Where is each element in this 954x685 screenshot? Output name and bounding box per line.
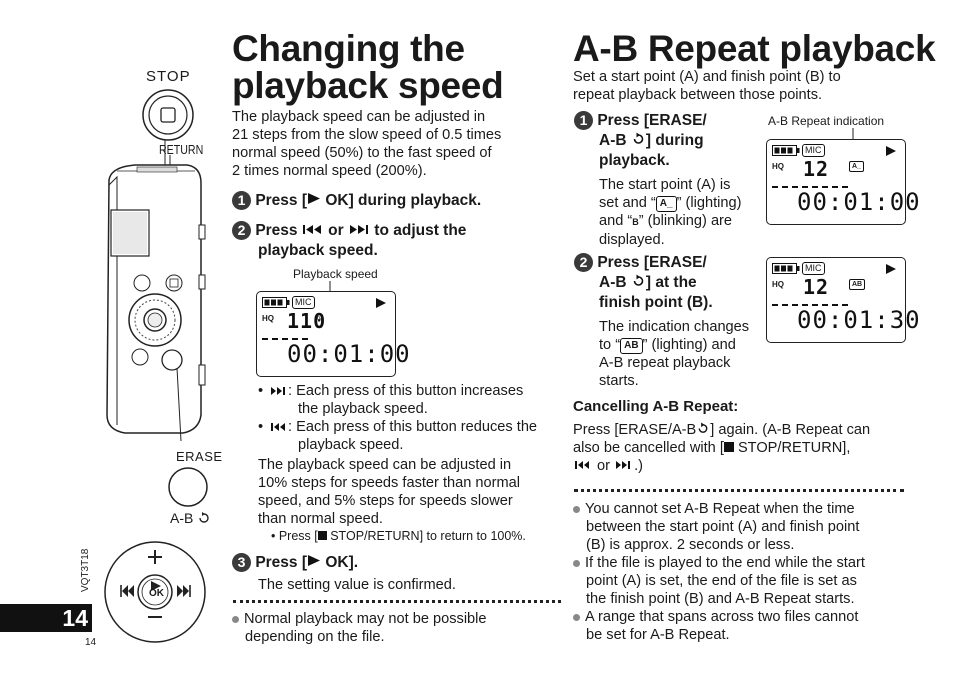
skip-back-small-icon	[271, 423, 285, 431]
mic-indicator-3: MIC	[802, 262, 825, 275]
left-bullets: • : Each press of this button increases …	[258, 383, 538, 453]
left-step-1: 1 Press [ OK] during playback.	[232, 191, 481, 211]
mic-indicator: MIC	[292, 296, 315, 309]
speed-value: 110	[287, 309, 327, 333]
step-3-desc: The setting value is confirmed.	[258, 577, 456, 593]
repeat-icon	[199, 512, 209, 523]
right-step-2-desc: The indication changes to “AB” (lighting…	[599, 319, 750, 389]
right-step-1-badge: 1	[574, 111, 593, 131]
ab-label: A-B	[170, 510, 211, 526]
play-icon-2	[308, 555, 321, 566]
erase-label: ERASE	[176, 449, 223, 464]
repeat-icon-step2	[633, 274, 644, 286]
left-title: Changing the playback speed	[232, 28, 504, 106]
hq-indicator-2: HQ	[772, 162, 784, 171]
left-intro: The playback speed can be adjusted in 21…	[232, 109, 502, 179]
step-2-badge: 2	[232, 221, 251, 241]
battery-icon-2	[772, 145, 800, 156]
track-number-2: 12	[803, 275, 830, 299]
right-step-2-badge: 2	[574, 253, 593, 273]
right-divider	[574, 489, 904, 492]
left-note: Normal playback may not be possible depe…	[232, 610, 552, 646]
hq-indicator-3: HQ	[772, 280, 784, 289]
time-readout: 00:01:00	[287, 340, 411, 368]
mic-indicator-2: MIC	[802, 144, 825, 157]
left-paragraph: The playback speed can be adjusted in 10…	[258, 457, 521, 527]
skip-forward-icon	[349, 225, 368, 234]
ok-label: OK	[149, 588, 164, 599]
ab-display-finish: MIC HQ 12 AB 00:01:30	[766, 257, 920, 343]
stop-square-icon	[317, 531, 327, 540]
play-icon	[308, 193, 321, 204]
skip-forward-small-icon	[271, 387, 285, 395]
hq-indicator: HQ	[262, 314, 274, 323]
stop-square-icon-2	[723, 442, 734, 452]
play-indicator-icon	[376, 298, 386, 308]
left-step-2: 2 Press or to adjust the playback speed.	[232, 221, 466, 261]
progress-bar-1	[772, 186, 848, 188]
skip-back-cancel-icon	[575, 461, 589, 469]
ab-indicator-1: A_	[849, 161, 864, 172]
step-3-badge: 3	[232, 553, 251, 573]
recorder-drawing	[104, 89, 208, 643]
play-indicator-icon-3	[886, 264, 896, 274]
left-small-note: • Press [ STOP/RETURN] to return to 100%…	[271, 529, 526, 543]
right-step-1-desc: The start point (A) is set and “A_” (lig…	[599, 177, 742, 248]
repeat-icon-step1	[633, 132, 644, 144]
progress-bar-2	[772, 304, 848, 306]
ab-indicator-icon: AB	[620, 338, 643, 354]
callout-ab-repeat: A-B Repeat indication	[768, 114, 885, 128]
note-bullet	[232, 615, 239, 623]
speed-display: MIC HQ 110 % 00:01:00	[256, 291, 410, 377]
time-readout-2: 00:01:30	[797, 306, 921, 334]
left-divider	[233, 600, 561, 603]
note-item: You cannot set A-B Repeat when the time …	[573, 500, 918, 554]
right-intro: Set a start point (A) and finish point (…	[573, 69, 841, 103]
left-step-3: 3 Press [ OK].	[232, 553, 358, 573]
return-label: RETURN	[159, 143, 204, 157]
ab-indicator-2: AB	[849, 279, 866, 290]
play-indicator-icon-2	[886, 146, 896, 156]
note-item: A range that spans across two files cann…	[573, 608, 918, 644]
callout-playback-speed: Playback speed	[293, 267, 378, 281]
step-1-badge: 1	[232, 191, 251, 211]
battery-icon	[262, 297, 290, 308]
note-item: If the file is played to the end while t…	[573, 554, 918, 608]
right-title: A-B Repeat playback	[573, 28, 936, 69]
speed-unit: %	[317, 315, 325, 324]
right-notes: You cannot set A-B Repeat when the time …	[573, 500, 918, 644]
ab-display-start: MIC HQ 12 A_ 00:01:00	[766, 139, 920, 225]
page-number-small: 14	[85, 637, 97, 648]
time-readout-1: 00:01:00	[797, 188, 921, 216]
page-number-box: 14	[0, 604, 92, 632]
cancel-text: Press [ERASE/A-B] again. (A-B Repeat can…	[573, 422, 871, 474]
speed-bar	[262, 338, 308, 340]
repeat-icon-cancel	[698, 422, 708, 433]
stop-label: STOP	[146, 68, 191, 85]
right-step-1: 1 Press [ERASE/ A-B ] during playback.	[574, 111, 707, 171]
battery-icon-3	[772, 263, 800, 274]
skip-forward-cancel-icon	[616, 461, 631, 469]
skip-back-icon	[302, 225, 321, 234]
b-indicator-icon: B	[632, 217, 639, 227]
a-indicator-icon: A_	[655, 196, 677, 212]
right-step-2: 2 Press [ERASE/ A-B ] at the finish poin…	[574, 253, 713, 313]
cancel-title: Cancelling A-B Repeat:	[573, 398, 739, 415]
track-number-1: 12	[803, 157, 830, 181]
